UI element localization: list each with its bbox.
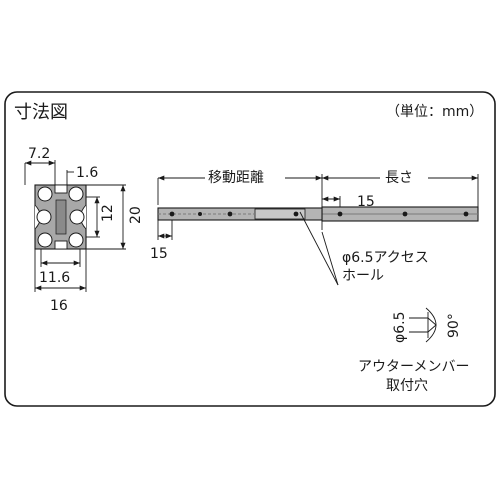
rail-hole bbox=[198, 212, 202, 216]
section-top-slot bbox=[54, 184, 68, 194]
section-bottom-slot bbox=[54, 240, 68, 250]
mount-hole-angle: 90° bbox=[446, 313, 462, 338]
section-ball bbox=[68, 186, 84, 202]
drawing-title: 寸法図 bbox=[14, 102, 68, 123]
access-hole-note-1: φ6.5アクセス bbox=[342, 250, 429, 266]
pitch-left-label: 15 bbox=[150, 246, 168, 262]
travel-label: 移動距離 bbox=[208, 169, 264, 186]
section-ball bbox=[68, 232, 84, 248]
rail-hole bbox=[169, 211, 175, 217]
mount-hole-caption-2: 取付穴 bbox=[386, 378, 428, 394]
dim-top-offset: 7.2 bbox=[24, 146, 56, 185]
dim-label: 1.6 bbox=[76, 165, 98, 181]
rail-hole bbox=[337, 211, 343, 217]
access-hole-leader bbox=[299, 211, 339, 286]
dim-inner-width: 11.6 bbox=[39, 249, 81, 286]
drawing-frame bbox=[4, 91, 496, 407]
dim-label: 20 bbox=[128, 206, 144, 224]
dim-label: 12 bbox=[100, 204, 116, 222]
dim-label: 16 bbox=[50, 298, 68, 314]
section-ball bbox=[69, 209, 85, 225]
mount-hole-caption-1: アウターメンバー bbox=[358, 359, 469, 375]
rail-hole bbox=[227, 211, 233, 217]
mount-hole-diameter: φ6.5 bbox=[392, 312, 408, 344]
dim-lip: 1.6 bbox=[66, 165, 98, 185]
rail-hole bbox=[463, 211, 469, 217]
cross-section bbox=[34, 184, 87, 250]
section-web bbox=[55, 199, 67, 235]
rail-hole bbox=[402, 211, 408, 217]
dim-label: 7.2 bbox=[28, 146, 50, 162]
section-ball bbox=[37, 186, 53, 202]
dim-inner-height: 12 bbox=[86, 196, 116, 238]
dim-label: 11.6 bbox=[39, 270, 70, 286]
pitch-right-label: 15 bbox=[357, 194, 375, 210]
dim-outer-width: 16 bbox=[34, 249, 87, 314]
access-hole-note-2: ホール bbox=[342, 268, 384, 284]
side-view: 移動距離 長さ 15 15 φ6.5アクセス ホール bbox=[150, 166, 479, 286]
dim-outer-height: 20 bbox=[86, 184, 144, 250]
length-label: 長さ bbox=[385, 170, 413, 186]
rail-hole bbox=[293, 211, 299, 217]
section-ball bbox=[37, 232, 53, 248]
section-ball bbox=[36, 209, 52, 225]
mount-hole-detail: φ6.5 90° アウターメンバー 取付穴 bbox=[358, 307, 469, 394]
unit-note: （単位：mm） bbox=[386, 104, 483, 120]
